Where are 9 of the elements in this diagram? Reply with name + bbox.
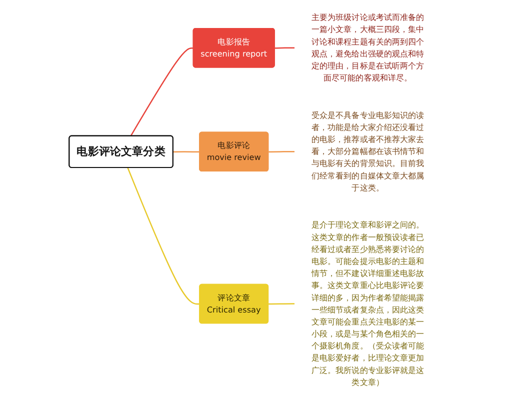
connector bbox=[268, 303, 295, 305]
connector bbox=[130, 47, 194, 136]
connector bbox=[173, 151, 200, 153]
node-text: 主要为班级讨论或考试而准备的一篇小文章，大概三四段，集中讨论和课程主题有关的两到四个观点，避免给出强硬的观点和特定的理由，目标是在试听两个方面尽可能的客观和详尽。 bbox=[311, 12, 424, 83]
node-text: 是介于理论文章和影评之间的。这类文章的作者一般预设读者已经看过或者至少熟悉将要讨论的电影。可能会提示电影的主题和情节，但不建议详细重述电影故事。这类文章重心比电影评论要详细的多，因为作者希望能揭露一些细节或者复杂点，因此这类文章可能会重点关注电影的某一小段，或是与某个角色相关的一个摄影机角度。（受众读者可能是电影爱好者，比理论文章更加广泛。我所说的专业影评就是这类文章） bbox=[311, 220, 424, 387]
node-text: 受众是不具备专业电影知识的读者，功能是给大家介绍还没看过的电影，推荐或者不推荐大家去看，大部分篇幅都在该书情节和与电影有关的背景知识。目前我们经常看到的自媒体文章大都属于这类。 bbox=[311, 110, 424, 192]
connector bbox=[268, 151, 295, 153]
connector bbox=[127, 168, 200, 305]
connector bbox=[274, 47, 295, 49]
